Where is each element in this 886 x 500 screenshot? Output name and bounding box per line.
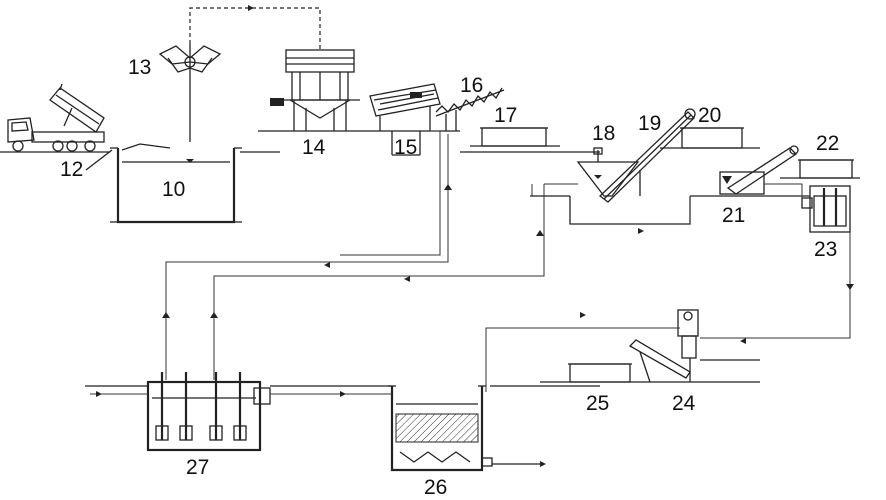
ground-lines: [0, 130, 860, 387]
label-15: 15: [394, 136, 417, 159]
label-16: 16: [460, 74, 483, 97]
tank-27: [146, 372, 271, 452]
pump-24: [628, 309, 760, 383]
bin-20: [680, 127, 744, 149]
filter-26: [388, 385, 546, 472]
grab-crane: [158, 44, 222, 142]
unit-23: [801, 185, 851, 233]
tank-10: [110, 143, 242, 224]
bin-17: [480, 127, 548, 147]
bin-25: [568, 363, 632, 383]
label-27: 27: [186, 456, 209, 479]
bin-22: [798, 159, 854, 179]
drum-screen-15: [369, 83, 441, 156]
flow-arrow: [248, 5, 254, 11]
label-10: 10: [162, 178, 185, 201]
leader-12: [85, 149, 113, 171]
screw-conveyor-16: [435, 87, 505, 131]
label-26: 26: [424, 476, 447, 499]
label-22: 22: [816, 132, 839, 155]
label-24: 24: [672, 392, 696, 415]
label-13: 13: [128, 56, 151, 79]
label-18: 18: [592, 122, 615, 145]
flow-arrows: [96, 184, 854, 397]
inclined-conveyor-19: [598, 108, 696, 203]
label-25: 25: [586, 392, 609, 415]
labels: 10 12 13 14 15 16 17 18 19 20 21 22 23 2…: [60, 56, 839, 499]
label-23: 23: [814, 238, 837, 261]
label-12: 12: [60, 158, 83, 181]
dump-truck: [7, 83, 105, 152]
label-20: 20: [698, 104, 721, 127]
dashed-connection: [189, 7, 321, 50]
piping: [90, 130, 851, 395]
label-14: 14: [302, 136, 326, 159]
label-21: 21: [722, 204, 745, 227]
label-19: 19: [638, 112, 661, 135]
hopper-18: [576, 147, 640, 197]
basin-21: [569, 145, 799, 225]
equipment-14: [270, 49, 360, 131]
label-17: 17: [494, 104, 517, 127]
